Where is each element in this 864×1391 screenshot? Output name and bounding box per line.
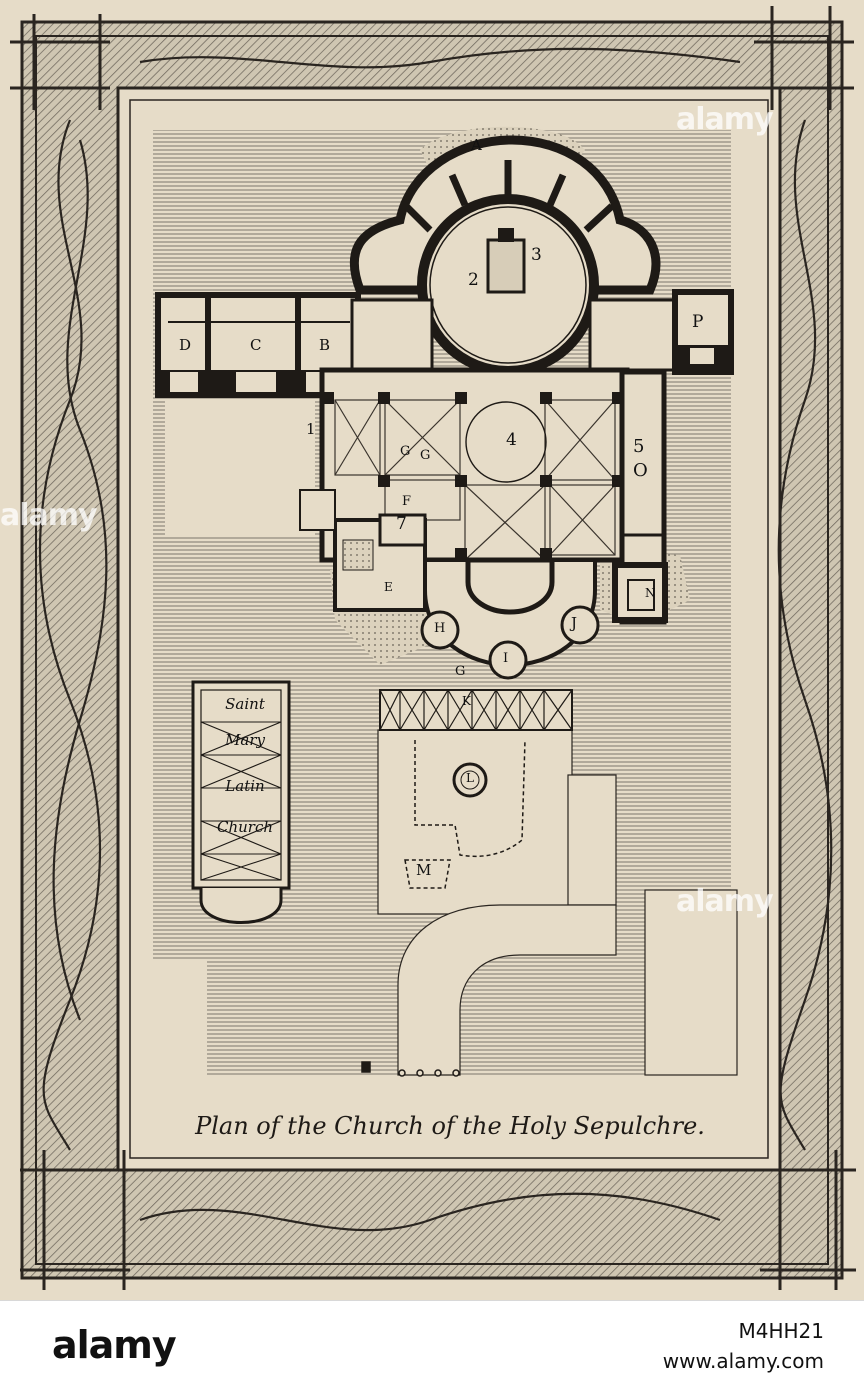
label-h: H bbox=[434, 621, 446, 636]
stock-footer: alamy M4HH21 www.alamy.com bbox=[0, 1300, 864, 1391]
label-7: 7 bbox=[396, 514, 407, 534]
site-url[interactable]: www.alamy.com bbox=[662, 1349, 824, 1373]
west-chapels bbox=[299, 489, 427, 612]
label-o: O bbox=[633, 460, 648, 481]
centre-of-world-circle bbox=[465, 401, 547, 483]
colonnade-k bbox=[379, 689, 573, 731]
sepulchre-edicule bbox=[486, 238, 526, 294]
chapel-label-church: Church bbox=[216, 818, 274, 836]
alamy-logo[interactable]: alamy bbox=[52, 1323, 177, 1367]
courtyard bbox=[404, 739, 526, 889]
label-p: P bbox=[692, 312, 704, 332]
label-j: J bbox=[571, 614, 578, 632]
chapel-label-saint: Saint bbox=[225, 695, 265, 713]
room-p bbox=[672, 289, 734, 375]
label-b: B bbox=[319, 336, 331, 354]
watermark-middle: alamy bbox=[676, 884, 774, 919]
label-c: C bbox=[250, 336, 262, 354]
label-2: 2 bbox=[468, 270, 479, 290]
rotunda bbox=[349, 135, 661, 376]
entrance-steps bbox=[361, 1061, 460, 1077]
label-5: 5 bbox=[633, 436, 645, 457]
label-a: A bbox=[471, 136, 482, 154]
nave-vaults bbox=[319, 367, 630, 563]
watermark-left: alamy bbox=[0, 498, 98, 533]
label-g: G bbox=[400, 444, 411, 459]
label-g-2: G bbox=[420, 448, 431, 463]
watermark-top: alamy bbox=[676, 102, 774, 137]
plate-caption: Plan of the Church of the Holy Sepulchre… bbox=[195, 1112, 705, 1140]
church-plan-engraving bbox=[10, 6, 856, 1290]
saint-mary-latin-church bbox=[191, 680, 291, 924]
east-hall bbox=[612, 369, 668, 625]
label-3: 3 bbox=[531, 245, 542, 265]
chapel-label-mary: Mary bbox=[225, 731, 265, 749]
label-m: M bbox=[416, 861, 432, 879]
chapel-label-latin: Latin bbox=[225, 777, 265, 795]
label-1: 1 bbox=[306, 420, 316, 438]
label-f: F bbox=[402, 494, 412, 509]
label-k: K bbox=[462, 694, 471, 708]
engraving-page: A B C D E F G G G H I J K L M N O P 1 2 … bbox=[0, 6, 856, 1290]
label-4: 4 bbox=[506, 430, 517, 450]
label-l: L bbox=[466, 771, 474, 785]
label-d: D bbox=[179, 336, 192, 354]
ambulatory bbox=[420, 557, 600, 680]
label-g-3: G bbox=[455, 664, 466, 679]
label-n: N bbox=[645, 586, 656, 600]
image-id: M4HH21 bbox=[738, 1319, 824, 1343]
label-i: I bbox=[503, 651, 509, 666]
label-e: E bbox=[384, 580, 393, 594]
